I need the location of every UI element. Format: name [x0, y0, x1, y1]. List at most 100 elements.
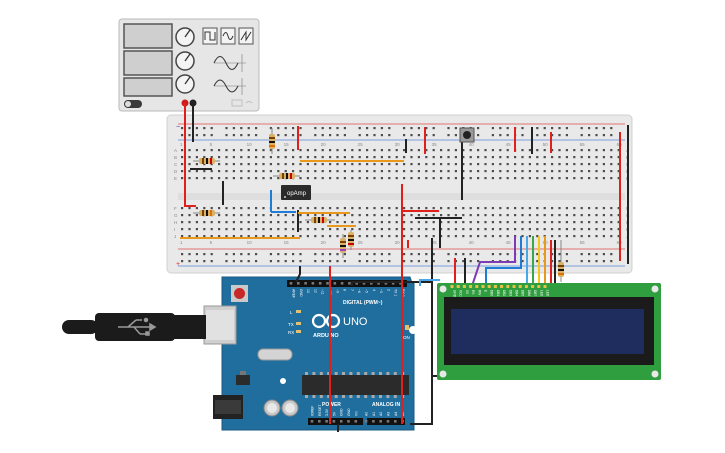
digital-pin[interactable] — [333, 282, 337, 285]
usb-icon — [118, 317, 157, 336]
usb-cable[interactable] — [62, 313, 206, 341]
digital-pin[interactable] — [326, 282, 329, 285]
lcd-pin-label: DB4 — [515, 290, 519, 296]
opamp-chip[interactable]: opAmp — [281, 185, 311, 200]
svg-text:ON: ON — [403, 335, 410, 340]
lcd-pin[interactable] — [475, 285, 479, 288]
lcd-pin[interactable] — [487, 285, 491, 288]
digital-pin[interactable] — [311, 282, 315, 285]
power-pin-label: A5 — [401, 412, 405, 416]
lcd-pin[interactable] — [450, 285, 454, 288]
lcd-pin-label: VCC — [459, 290, 463, 297]
digital-pin-label: ~5 — [365, 289, 369, 293]
power-pin-label: A0 — [365, 412, 369, 416]
digital-pin[interactable] — [399, 282, 402, 285]
lcd-pin[interactable] — [531, 285, 535, 288]
power-pin[interactable] — [332, 420, 336, 423]
power-pin[interactable] — [318, 420, 321, 423]
column-label-bottom: 25 — [358, 240, 364, 245]
lcd-pin-label: GND — [453, 290, 457, 298]
column-label: 45 — [506, 142, 512, 147]
lcd-pin[interactable] — [512, 285, 516, 288]
power-pin[interactable] — [325, 420, 328, 423]
resistor-3 — [269, 128, 275, 154]
digital-pin[interactable] — [355, 282, 358, 285]
lcd-pin[interactable] — [462, 285, 466, 288]
power-switch[interactable] — [124, 100, 142, 108]
analog-header[interactable] — [367, 418, 405, 425]
digital-header-label: DIGITAL (PWM~) — [343, 300, 383, 306]
arduino-brand: ARDUINO — [313, 333, 339, 339]
power-pin[interactable] — [347, 420, 350, 423]
breadboard: 1155101015152020252530303535404045455050… — [166, 114, 633, 274]
digital-pin[interactable] — [318, 282, 322, 285]
push-button[interactable] — [459, 127, 475, 143]
digital-pin[interactable] — [304, 282, 307, 285]
lcd-pin[interactable] — [493, 285, 497, 288]
reset-button[interactable] — [231, 285, 248, 302]
power-pin-label: A4 — [394, 412, 398, 416]
signal-wires[interactable] — [431, 236, 556, 377]
power-pin[interactable] — [339, 420, 343, 423]
column-label-bottom: 45 — [506, 240, 512, 245]
lcd-pin[interactable] — [518, 285, 522, 288]
sawtooth-wave-icon[interactable] — [238, 27, 254, 45]
digital-pin[interactable] — [377, 282, 380, 285]
column-label-bottom: 15 — [284, 240, 290, 245]
column-label-bottom: 20 — [321, 240, 327, 245]
digital-pin[interactable] — [384, 282, 388, 285]
power-pin[interactable] — [379, 420, 382, 423]
power-pin-label: A1 — [372, 412, 376, 416]
digital-pin-label: 4 — [372, 289, 376, 291]
column-label-bottom: 55 — [580, 240, 586, 245]
lcd-pin[interactable] — [524, 285, 528, 288]
lcd-pin[interactable] — [500, 285, 504, 288]
power-pin[interactable] — [372, 420, 375, 423]
breadboard-wires[interactable] — [180, 103, 629, 264]
arduino-wires[interactable] — [295, 248, 440, 432]
square-wave-icon[interactable] — [202, 27, 218, 45]
lcd-pin[interactable] — [481, 285, 485, 288]
power-pin[interactable] — [386, 420, 390, 423]
power-pin[interactable] — [310, 420, 314, 423]
resistors[interactable] — [193, 128, 564, 282]
digital-pin[interactable] — [297, 282, 300, 285]
column-label-bottom: 10 — [247, 240, 253, 245]
lcd-pin[interactable] — [537, 285, 541, 288]
digital-pin[interactable] — [340, 282, 344, 285]
lcd-pin-label: DB7 — [533, 290, 537, 296]
power-pin[interactable] — [364, 420, 368, 423]
wire-purple-lcd — [471, 236, 516, 287]
digital-pin[interactable] — [289, 282, 293, 285]
lcd-pin[interactable] — [543, 285, 547, 288]
column-label-bottom: 30 — [395, 240, 401, 245]
digital-pin[interactable] — [391, 282, 395, 285]
digital-pin-label: 8 — [343, 289, 347, 291]
display-channel-1 — [123, 23, 173, 49]
digital-pin[interactable] — [370, 282, 373, 285]
power-header[interactable] — [308, 418, 363, 425]
lcd-pin-label: DB2 — [502, 290, 506, 296]
column-label: 35 — [432, 142, 438, 147]
digital-pin[interactable] — [348, 282, 351, 285]
breadboard-holes[interactable] — [181, 127, 620, 263]
power-pin[interactable] — [394, 420, 397, 423]
row-label: E — [174, 176, 177, 181]
lcd-pin[interactable] — [506, 285, 510, 288]
opamp-label: opAmp — [287, 191, 307, 197]
sine-wave-icon[interactable] — [220, 27, 236, 45]
digital-pin-label: ~3 — [379, 289, 383, 293]
digital-pin-label: 7 — [350, 289, 354, 291]
lcd-pin[interactable] — [469, 285, 473, 288]
power-pin-label: IOREF — [311, 406, 315, 416]
power-pin[interactable] — [354, 420, 358, 423]
row-label: J — [174, 234, 176, 239]
lcd-pin[interactable] — [456, 285, 460, 288]
digital-pin-label: 2 — [386, 289, 390, 291]
function-generator[interactable] — [118, 18, 260, 112]
digital-pin[interactable] — [362, 282, 366, 285]
digital-header[interactable] — [287, 280, 407, 287]
